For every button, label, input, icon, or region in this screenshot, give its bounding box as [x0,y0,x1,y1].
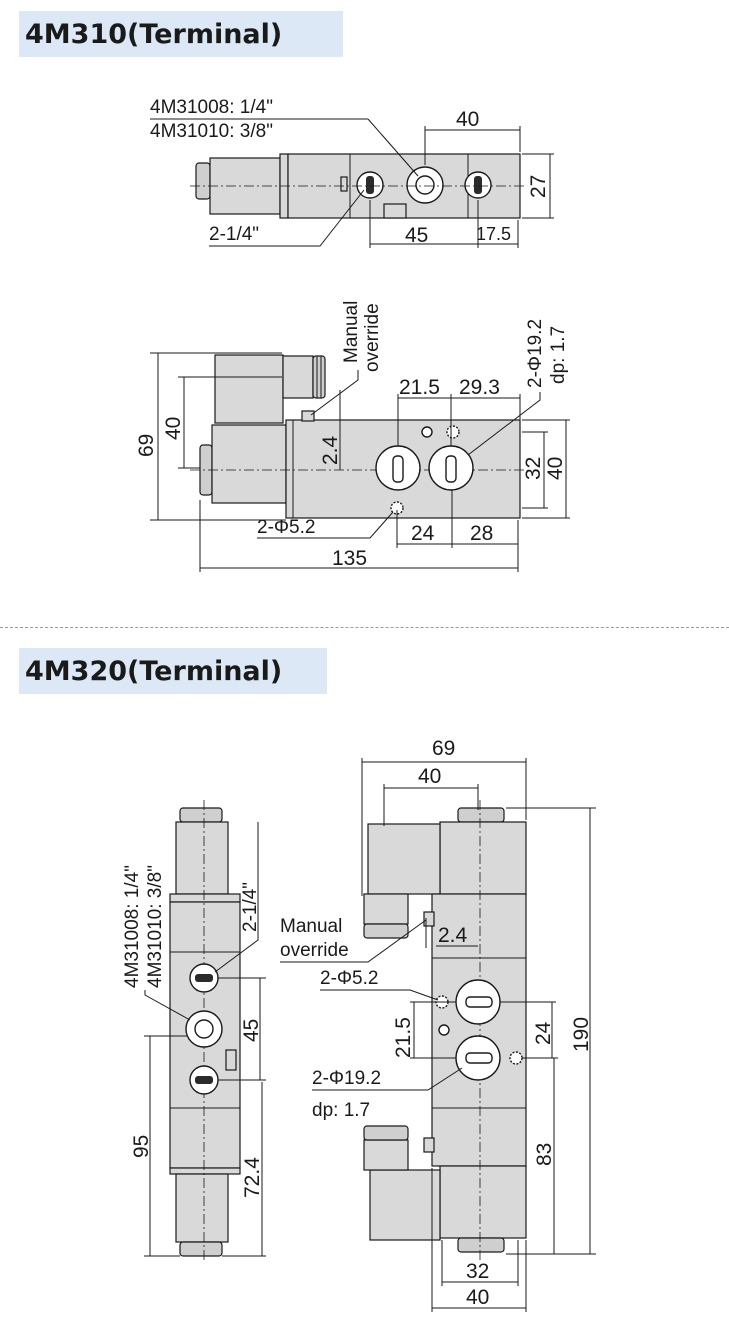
mount-hole-label: dp: 1.7 [548,326,569,384]
small-hole-label: 2-Φ5.2 [320,968,378,989]
dim-label: 40 [456,108,479,131]
manual-override-label: Manual [341,301,362,363]
4m320-side-view: 69 40 Manual override 2.4 2-Φ5.2 21.5 24… [280,737,596,1312]
mount-hole-label: dp: 1.7 [312,1100,370,1121]
coil [211,424,287,504]
thread-label: 2-1/4" [209,224,259,245]
dim-label: 21.5 [392,1017,415,1058]
dim-label: 69 [135,434,158,457]
solenoid-knob [195,162,211,200]
4m310-top-view: 40 27 45 17.5 4M31008: 1/4" 4M31010: 3/8… [150,97,554,248]
dim-label: 40 [162,417,185,440]
small-hole-label: 2-Φ5.2 [257,517,315,538]
manual-override-lower [423,1137,435,1153]
manual-override-label: Manual [280,916,342,937]
dim-label: 2.4 [438,924,468,947]
bottom-coil [175,1173,229,1243]
dim-label: 45 [405,224,428,247]
pilot-block [383,203,407,219]
dim-label: 83 [533,1143,556,1166]
port-label: 4M31008: 1/4" [122,865,143,988]
top-knob [179,807,223,823]
section-divider [0,627,729,628]
top-knob [457,807,505,823]
mark [340,176,348,192]
mount-hole-label: 2-Φ19.2 [525,319,546,388]
bottom-plug-nut [363,1125,409,1141]
dim-label: 24 [411,522,435,545]
bottom-knob [457,1237,505,1253]
dim-label: 95 [130,1135,153,1158]
top-flange [169,893,241,903]
top-terminal-box [367,823,441,895]
thread-label: 2-1/4" [240,882,261,932]
section-title-4m320: 4M320(Terminal) [19,648,327,694]
dim-label: 45 [240,1019,263,1042]
terminal-box [214,354,284,424]
top-plug-nut [363,923,409,939]
dim-label: 24 [532,1021,555,1045]
section-title-4m310: 4M310(Terminal) [19,11,343,57]
manual-override-label: override [280,940,349,961]
dim-label: 190 [570,1017,593,1052]
dim-label: 32 [522,457,545,480]
top-plug [363,893,409,925]
mount-hole-label: 2-Φ19.2 [312,1068,381,1089]
port-label: 4M31010: 3/8" [150,121,273,142]
dim-label: 29.3 [459,376,500,399]
dim-label: 135 [332,547,367,570]
manual-override [301,410,315,422]
dim-label: 40 [418,765,441,788]
bottom-plug [363,1139,409,1171]
dim-label: 40 [466,1286,489,1309]
4m320-front-view: 4M31008: 1/4" 4M31010: 3/8" 2-1/4" 45 95… [122,800,266,1262]
bottom-knob [179,1241,223,1257]
top-coil [175,821,229,895]
dim-label: 27 [527,175,550,198]
4m310-side-view: 69 40 Manual override 2.4 21.5 29.3 2-Φ1… [135,301,570,572]
port-label: 4M31010: 3/8" [145,865,166,988]
manual-override-label: override [362,303,383,372]
dim-label: 2.4 [319,435,342,465]
plug-nut [312,355,326,399]
section-title-text: 4M320(Terminal) [25,655,283,687]
dim-label: 40 [544,457,567,480]
bottom-coil [439,1165,527,1239]
section-title-text: 4M310(Terminal) [25,18,283,50]
terminal-plug [282,355,314,399]
dim-label: 21.5 [399,376,440,399]
dim-label: 72.4 [241,1157,264,1198]
top-coil [439,821,527,895]
dim-label: 28 [470,522,493,545]
dim-label: 17.5 [476,224,511,244]
bottom-flange [169,1167,241,1175]
dim-label: 69 [432,737,455,760]
dim-label: 32 [466,1260,489,1283]
manual-override [423,911,435,927]
port-label: 4M31008: 1/4" [150,97,273,118]
bottom-terminal-box [369,1169,441,1241]
pilot-block [225,1049,237,1071]
